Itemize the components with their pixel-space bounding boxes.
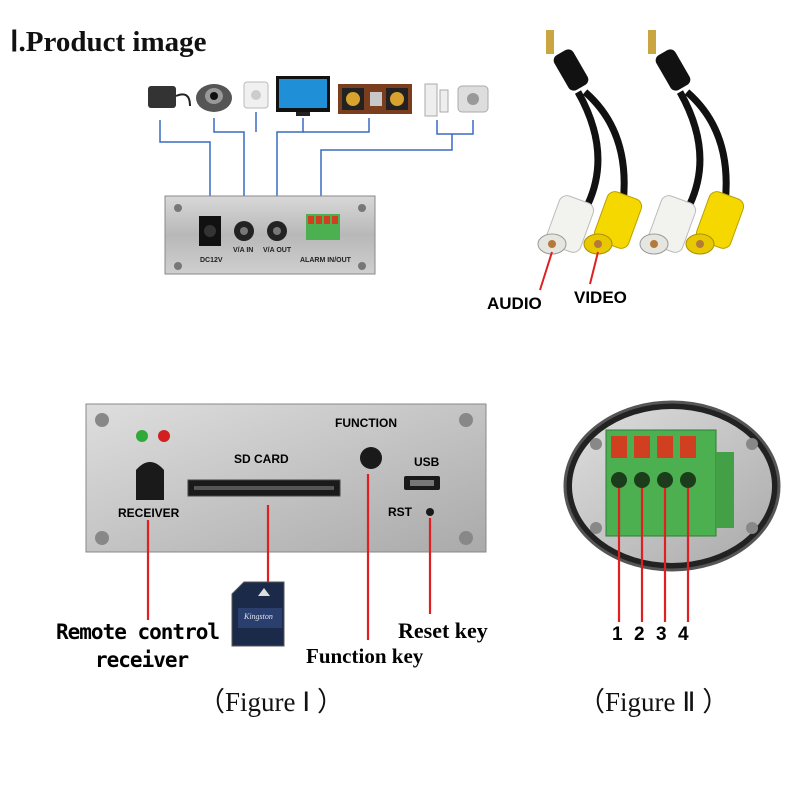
figure2-callout-lines xyxy=(617,488,690,622)
sd-card-icon xyxy=(231,581,285,647)
terminal-closeup xyxy=(563,400,781,572)
av-cable-left xyxy=(537,30,643,255)
port-label-dc12v: DC12V xyxy=(200,257,223,264)
pin-number-1: 1 xyxy=(612,624,623,645)
speaker-icon xyxy=(338,84,412,114)
ir-receiver xyxy=(136,462,164,500)
tv-monitor-icon xyxy=(276,76,330,116)
video-callout-line xyxy=(589,251,599,285)
pin-number-4: 4 xyxy=(678,624,689,645)
pin-number-3: 3 xyxy=(656,624,667,645)
callout-function-key: Function key xyxy=(306,644,424,668)
microphone-icon xyxy=(243,81,269,109)
callout-remote-line1: Remote control xyxy=(56,620,220,644)
reset-key xyxy=(426,508,434,516)
sd-card-brand: Kingston xyxy=(244,612,273,621)
function-key xyxy=(360,447,382,469)
audio-callout-line xyxy=(539,251,553,291)
av-cable-right xyxy=(639,30,745,255)
rst-label: RST xyxy=(388,505,412,519)
port-label-va-out: V/A OUT xyxy=(263,247,292,254)
sd-card-label: SD CARD xyxy=(234,452,289,466)
receiver-label: RECEIVER xyxy=(118,506,180,520)
function-label: FUNCTION xyxy=(335,416,397,430)
pin-number-2: 2 xyxy=(634,624,645,645)
siren-icon xyxy=(457,85,489,113)
dvr-rear-panel xyxy=(164,195,376,275)
callout-remote-line2: receiver xyxy=(95,648,189,672)
door-sensor-icon xyxy=(424,83,449,117)
section-title: Ⅰ.Product image xyxy=(10,26,207,58)
dome-camera-icon xyxy=(196,84,232,112)
connection-wires xyxy=(159,112,474,207)
audio-label: AUDIO xyxy=(487,294,542,313)
callout-reset-key: Reset key xyxy=(398,618,488,643)
figure1-caption: （Figure Ⅰ ） xyxy=(198,687,344,717)
port-label-va-in: V/A IN xyxy=(233,247,254,254)
figure1-callout-lines xyxy=(146,474,432,640)
power-adapter-icon xyxy=(148,86,191,108)
figure2-caption: （Figure Ⅱ ） xyxy=(578,687,730,717)
dvr-front-panel xyxy=(85,403,487,553)
video-label: VIDEO xyxy=(574,288,627,307)
port-label-alarm: ALARM IN/OUT xyxy=(300,257,351,264)
usb-label: USB xyxy=(414,455,440,469)
